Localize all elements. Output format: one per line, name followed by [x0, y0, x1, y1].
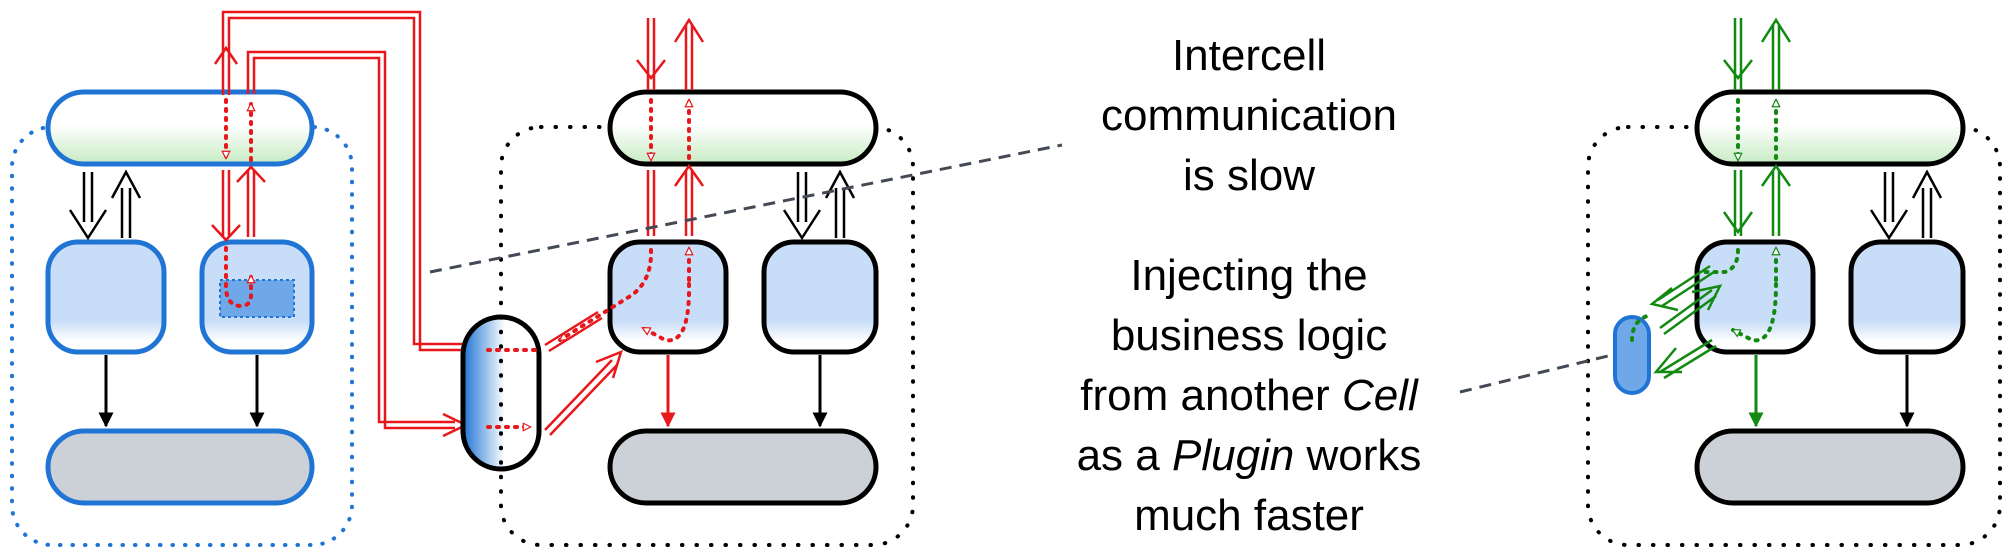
left-gateway-service-arrows [68, 169, 142, 241]
left-storage [45, 428, 315, 506]
right-green-flow [1630, 17, 1792, 380]
fast-annotation-line-1: Injecting the [1130, 251, 1367, 300]
slow-annotation: Intercell communication is slow [1101, 31, 1397, 200]
slow-annotation-line-1: Intercell [1172, 31, 1326, 80]
right-service-b [1848, 239, 1966, 355]
middle-cell [486, 17, 915, 547]
right-cell [1586, 17, 2002, 547]
right-cell-boundary [1586, 125, 2002, 547]
middle-service-a [607, 239, 729, 355]
intercell-red-routes [213, 10, 469, 438]
left-cell [10, 52, 354, 547]
left-red-flow [211, 52, 266, 309]
slow-annotation-line-3: is slow [1183, 151, 1315, 200]
left-gateway [45, 89, 315, 167]
middle-gateway [607, 89, 879, 167]
middle-service-b [761, 239, 879, 355]
fast-annotation-line-5: much faster [1134, 491, 1364, 540]
middle-gateway-service-b-arrows [782, 169, 856, 241]
right-plugin [1613, 315, 1651, 395]
right-gateway [1694, 89, 1966, 167]
slow-annotation-line-2: communication [1101, 91, 1397, 140]
left-business-logic [219, 279, 295, 318]
middle-red-flow [544, 17, 705, 436]
fast-annotation: Injecting the business logic from anothe… [1077, 251, 1422, 540]
fast-annotation-line-2: business logic [1111, 311, 1387, 360]
fast-annotation-line-4: as a Plugin works [1077, 431, 1422, 480]
right-service-a [1694, 239, 1816, 355]
fast-annotation-line-3: from another Cell [1080, 371, 1419, 420]
slow-leader-line [429, 143, 1063, 274]
left-service-a [45, 239, 167, 355]
right-storage [1694, 428, 1966, 506]
middle-cell-boundary [499, 125, 915, 547]
right-gateway-service-b-arrows [1869, 169, 1943, 241]
middle-storage [607, 428, 879, 506]
fast-leader-line [1459, 353, 1613, 394]
